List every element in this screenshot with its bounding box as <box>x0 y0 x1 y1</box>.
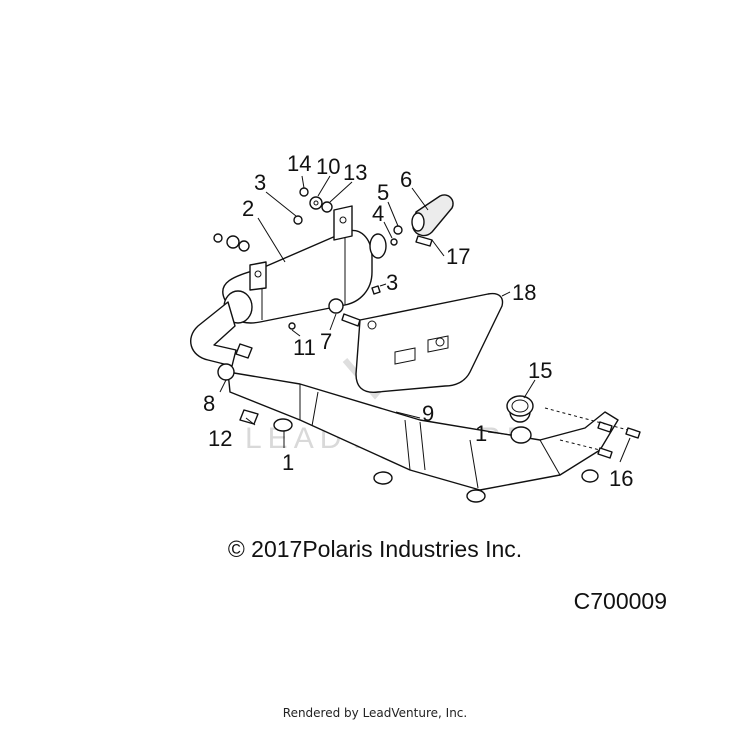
callout-7: 7 <box>320 329 332 354</box>
grommet-left <box>238 240 250 252</box>
rendered-by-footer: Rendered by LeadVenture, Inc. <box>282 706 468 720</box>
nut-11 <box>288 322 296 330</box>
muffler-inlet-pipe <box>190 301 237 367</box>
clamp-1b <box>510 426 532 444</box>
nut-14 <box>299 187 309 197</box>
heat-shield-part <box>355 292 504 393</box>
callout-3b: 3 <box>386 270 398 295</box>
bolt-17 <box>415 235 433 247</box>
callout-6: 6 <box>400 167 412 192</box>
bolt-5 <box>393 225 403 235</box>
callout-15: 15 <box>528 358 552 383</box>
grommet-7 <box>328 298 344 314</box>
callout-16: 16 <box>609 466 633 491</box>
gasket-part <box>506 395 534 417</box>
spring-12 <box>239 409 259 425</box>
callout-9: 9 <box>422 401 434 426</box>
callout-8: 8 <box>203 391 215 416</box>
callout-14: 14 <box>287 151 311 176</box>
muffler-part <box>222 205 387 324</box>
grommet-13 <box>321 201 333 213</box>
spark-arrestor-part <box>411 194 454 237</box>
copyright-notice: © 2017Polaris Industries Inc. <box>227 536 523 562</box>
stud-16a <box>625 427 641 439</box>
callout-18: 18 <box>512 280 536 305</box>
callout-labels: 14 10 13 3 5 6 2 4 17 3 18 7 11 15 8 9 1… <box>203 151 633 491</box>
clamp-right <box>581 469 599 483</box>
screw-3b <box>371 285 381 295</box>
callout-5: 5 <box>377 180 389 205</box>
clamp-mid <box>373 471 393 485</box>
callout-12: 12 <box>208 426 232 451</box>
washer-left <box>226 235 240 249</box>
callout-1b: 1 <box>282 450 294 475</box>
callout-3: 3 <box>254 170 266 195</box>
callout-1: 1 <box>475 421 487 446</box>
callout-11: 11 <box>293 335 316 360</box>
callout-10: 10 <box>316 154 340 179</box>
nut-left <box>213 233 223 243</box>
muffler-outlet <box>369 233 387 259</box>
leader-lines <box>219 175 631 463</box>
nut-16b <box>597 447 613 459</box>
spring-upper <box>235 343 253 359</box>
washer-10 <box>309 196 323 210</box>
clip-4 <box>390 238 398 246</box>
callout-13: 13 <box>343 160 367 185</box>
screw-3a <box>293 215 303 225</box>
callout-2: 2 <box>242 196 254 221</box>
gasket-8 <box>217 363 235 381</box>
diagram-code: C700009 <box>573 588 667 614</box>
clamp-lower <box>466 489 486 503</box>
muffler-bracket-left <box>249 261 267 291</box>
hardware-parts <box>213 187 641 503</box>
bolt-7 <box>341 313 361 327</box>
callout-17: 17 <box>446 244 470 269</box>
clamp-1a <box>273 418 293 432</box>
callout-4: 4 <box>372 201 384 226</box>
nut-16a <box>597 421 613 433</box>
